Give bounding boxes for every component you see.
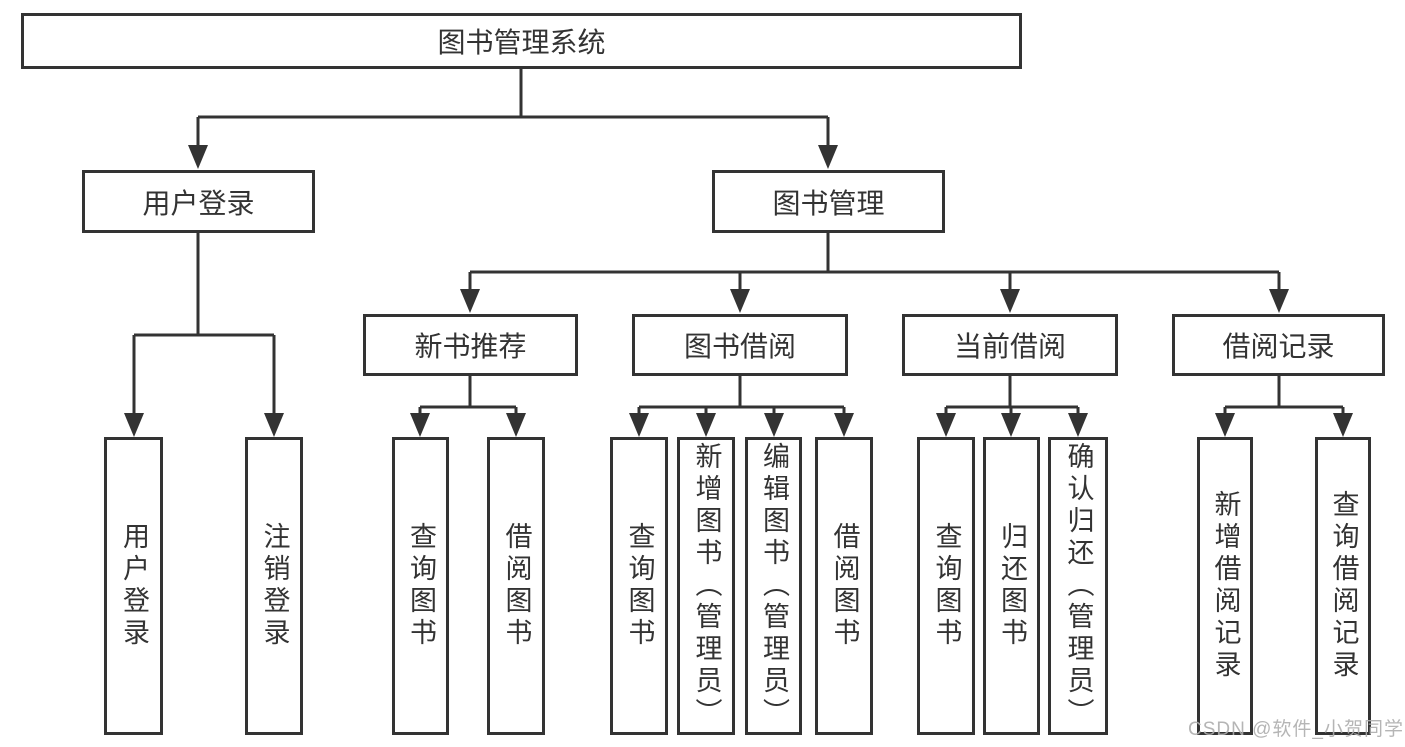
leaf-return-book: 归还图书 xyxy=(983,437,1040,735)
node-book-management: 图书管理 xyxy=(712,170,945,233)
node-label: 注销登录 xyxy=(259,522,290,650)
leaf-borrow-books-1: 借阅图书 xyxy=(487,437,545,735)
leaf-logout: 注销登录 xyxy=(245,437,303,735)
node-label: 确认归还（管理员） xyxy=(1063,442,1094,730)
node-borrowing-records: 借阅记录 xyxy=(1172,314,1385,376)
node-label: 借阅图书 xyxy=(829,522,860,650)
node-label: 新增图书（管理员） xyxy=(691,442,722,730)
leaf-add-book-admin: 新增图书（管理员） xyxy=(677,437,735,735)
node-label: 借阅图书 xyxy=(501,522,532,650)
node-label: 查询图书 xyxy=(406,522,436,650)
node-label: 当前借阅 xyxy=(953,331,1066,362)
leaf-borrow-books-2: 借阅图书 xyxy=(815,437,873,735)
arrowheads xyxy=(124,145,1353,437)
node-book-borrowing: 图书借阅 xyxy=(632,314,848,376)
watermark-text: CSDN @软件_小贺同学 xyxy=(1188,719,1404,740)
leaf-confirm-return-admin: 确认归还（管理员） xyxy=(1048,437,1108,735)
node-label: 图书管理系统 xyxy=(437,27,606,58)
node-current-borrowing: 当前借阅 xyxy=(902,314,1118,376)
node-library-system: 图书管理系统 xyxy=(21,13,1022,69)
node-new-book-recommend: 新书推荐 xyxy=(363,314,578,376)
leaf-query-books-3: 查询图书 xyxy=(917,437,975,735)
node-label: 新增借阅记录 xyxy=(1210,490,1241,682)
leaf-user-login: 用户登录 xyxy=(104,437,163,735)
node-label: 归还图书 xyxy=(997,522,1027,650)
node-label: 新书推荐 xyxy=(414,331,527,362)
leaf-add-borrow-record: 新增借阅记录 xyxy=(1197,437,1253,735)
node-label: 查询图书 xyxy=(931,522,962,650)
node-label: 图书管理 xyxy=(772,187,885,219)
node-label: 用户登录 xyxy=(142,187,255,219)
node-label: 借阅记录 xyxy=(1222,331,1335,362)
leaf-query-borrow-record: 查询借阅记录 xyxy=(1315,437,1371,735)
leaf-edit-book-admin: 编辑图书（管理员） xyxy=(745,437,802,735)
node-label: 查询图书 xyxy=(624,522,655,650)
node-label: 图书借阅 xyxy=(683,331,796,362)
leaf-query-books-1: 查询图书 xyxy=(392,437,449,735)
node-label: 编辑图书（管理员） xyxy=(759,442,789,730)
node-label: 查询借阅记录 xyxy=(1328,490,1359,682)
leaf-query-books-2: 查询图书 xyxy=(610,437,668,735)
node-user-login: 用户登录 xyxy=(82,170,315,233)
node-label: 用户登录 xyxy=(119,522,149,650)
